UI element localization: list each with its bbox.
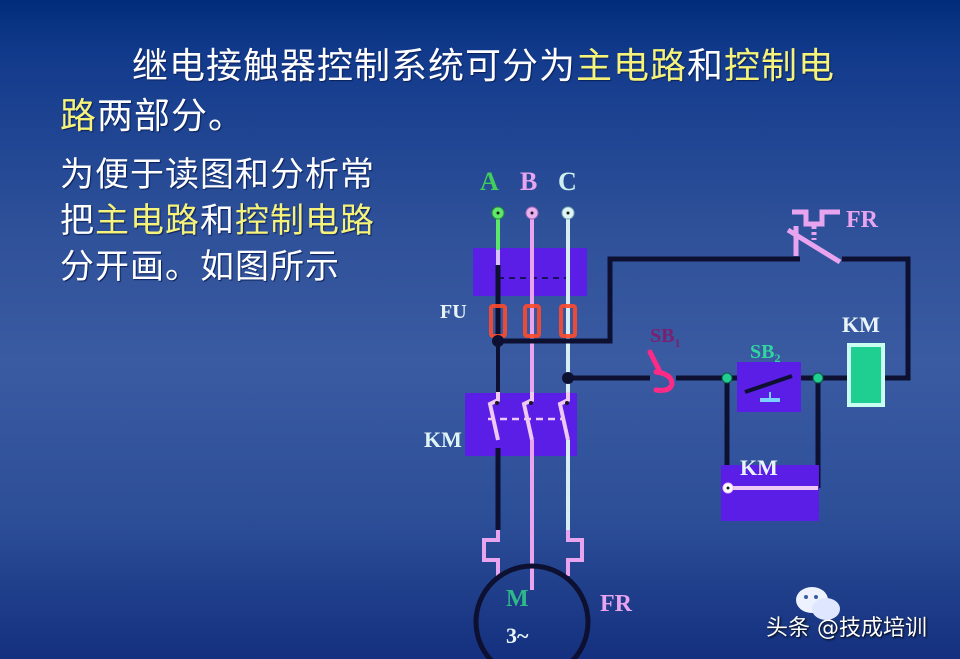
phase-label-c: C: [558, 167, 577, 196]
main-contactor-label: KM: [424, 427, 462, 452]
aux-contact-label: KM: [740, 455, 778, 480]
phase-label-a: A: [480, 167, 499, 196]
start-button-contact: [744, 374, 793, 394]
coil-label: KM: [842, 312, 880, 337]
watermark-text: 头条 @技成培训: [766, 616, 927, 641]
junction-node: [562, 372, 574, 384]
fuse-label: FU: [440, 301, 467, 323]
thermal-overload-icon: [482, 530, 584, 576]
side-line-1: 为便于读图和分析常: [60, 155, 375, 195]
wechat-icon: [796, 587, 840, 620]
slide-title: 继电接触器控制系统可分为主电路和控制电 路两部分。: [60, 42, 880, 142]
junction-node: [721, 372, 733, 384]
phase-label-b: B: [520, 167, 537, 196]
side-line-2: 把主电路和控制电路: [60, 198, 420, 244]
title-text: 和: [687, 46, 725, 87]
watermark: 头条 @技成培训: [766, 587, 927, 642]
motor-icon: [473, 563, 591, 659]
junction-node: [812, 372, 824, 384]
motor-label: M: [506, 586, 529, 612]
overload-contact-icon: [786, 209, 842, 265]
start-button-housing: [737, 362, 801, 412]
junction-node: [492, 335, 504, 347]
contactor-coil-icon: [847, 343, 885, 407]
stop-button-label: SB1: [650, 325, 680, 350]
title-highlight-control-circuit: 控制电: [724, 46, 836, 87]
start-button-label: SB2: [750, 341, 780, 365]
stop-button-icon[interactable]: [647, 349, 675, 393]
side-line-3: 分开画。如图所示: [60, 247, 340, 287]
overload-ctrl-label: FR: [846, 207, 879, 233]
side-text: 把: [60, 201, 95, 241]
side-text: 和: [200, 201, 235, 241]
side-highlight-control: 控制电路: [235, 201, 375, 241]
title-highlight-control-circuit-end: 路: [60, 96, 98, 137]
side-description: 为便于读图和分析常 把主电路和控制电路 分开画。如图所示: [60, 152, 420, 290]
start-button-icon[interactable]: [760, 392, 780, 402]
title-highlight-main-circuit: 主电路: [576, 46, 688, 87]
aux-contact-housing: [721, 465, 819, 521]
motor-phase-label: 3~: [506, 623, 529, 648]
side-highlight-main: 主电路: [95, 201, 200, 241]
title-text: 继电接触器控制系统可分为: [132, 46, 577, 87]
main-contactor-contacts: [487, 392, 570, 441]
title-text: 两部分。: [97, 96, 246, 137]
overload-main-label: FR: [600, 591, 633, 617]
